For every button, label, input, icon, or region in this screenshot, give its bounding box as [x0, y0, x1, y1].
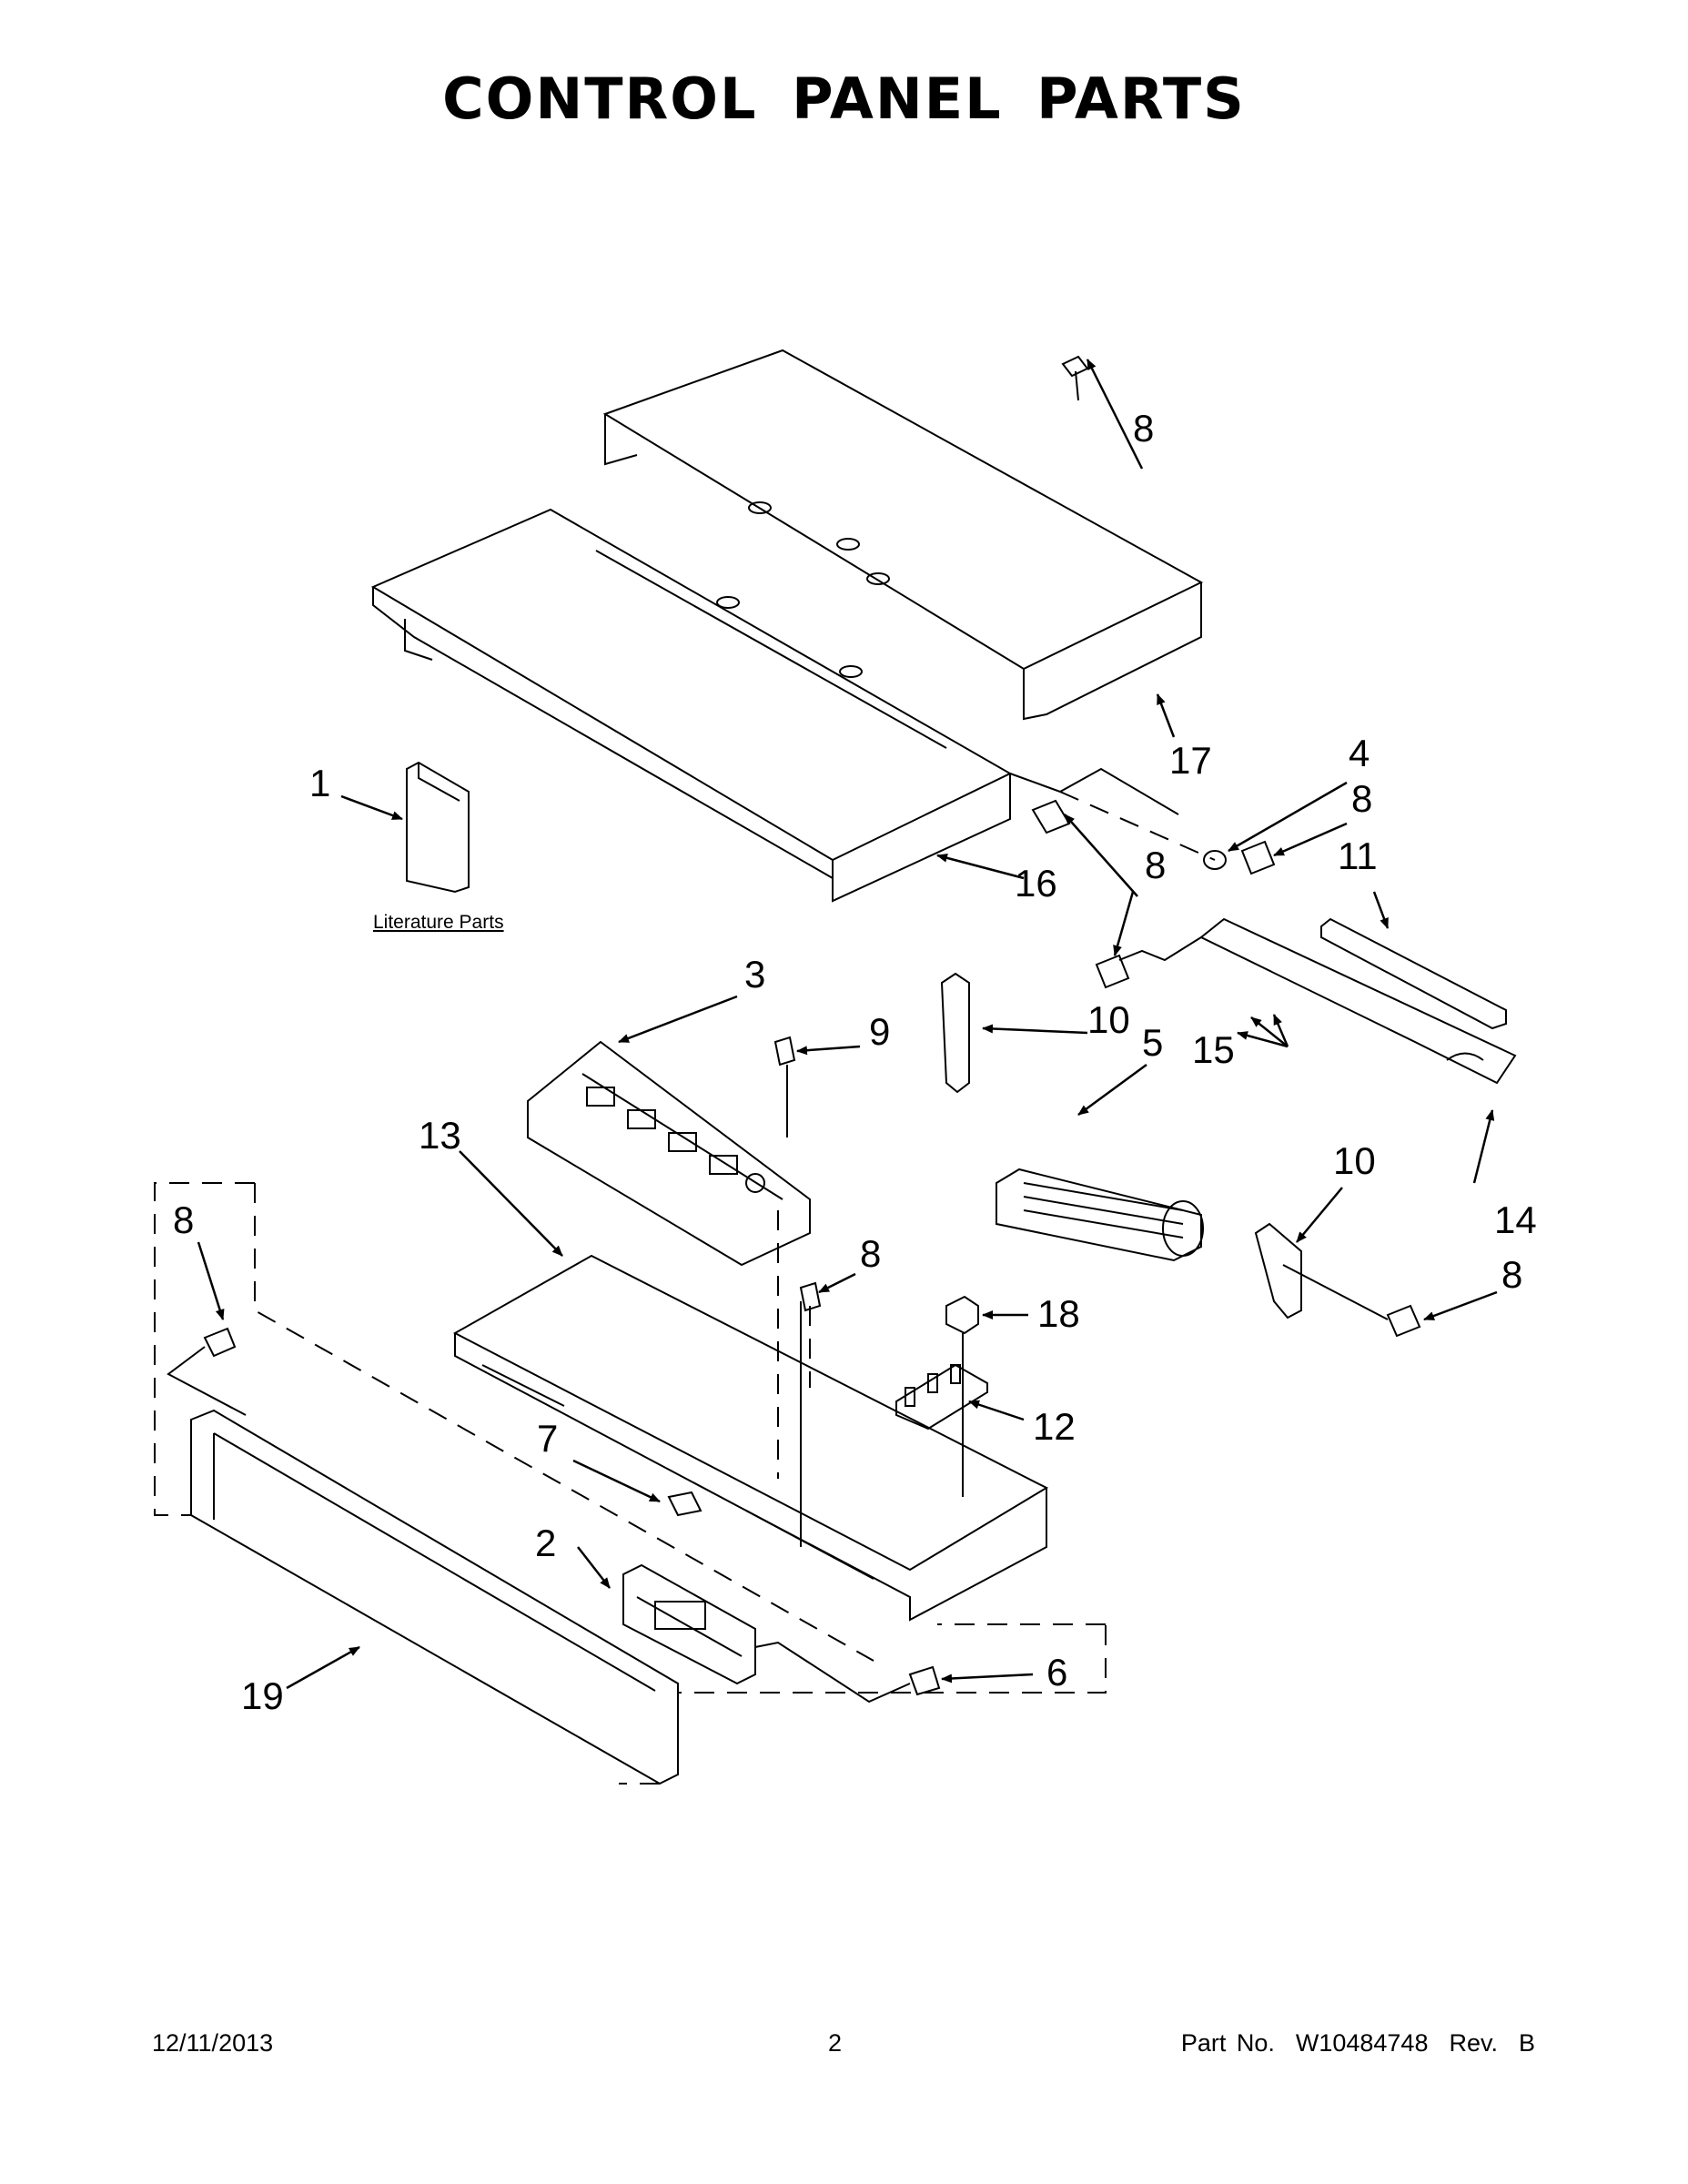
assembly-dash-lines: [154, 791, 1216, 1785]
screw-part-8-plate: [799, 1281, 822, 1312]
footer-part-number: Part No. W10484748 Rev. B: [1180, 2029, 1535, 2057]
ui-board-part-2: [622, 1563, 756, 1685]
callout-13: 13: [419, 1114, 461, 1157]
bracket-part-10-lower: [1254, 1222, 1302, 1320]
callout-8-washer: 8: [1351, 777, 1372, 820]
nut-part-18: [945, 1295, 979, 1335]
callout-11: 11: [1338, 834, 1378, 877]
callout-6: 6: [1046, 1651, 1067, 1694]
callout-12: 12: [1033, 1405, 1076, 1448]
footer-page-number: 2: [828, 2029, 843, 2057]
screw-part-6: [908, 1665, 941, 1696]
screw-part-8-rail: [1095, 954, 1130, 989]
callout-18: 18: [1037, 1292, 1080, 1335]
leader-arrows: [197, 359, 1498, 1690]
callout-8-top: 8: [1133, 407, 1154, 450]
page-title: CONTROL PANEL PARTS: [442, 66, 1246, 132]
callout-8-left: 8: [173, 1198, 194, 1241]
literature-part-1: [406, 761, 470, 894]
callout-8-housing: 8: [1145, 844, 1166, 886]
wire-retainer-part-12: [895, 1363, 988, 1431]
callout-4: 4: [1349, 732, 1370, 774]
screw-part-8-washer: [1240, 840, 1276, 875]
mounting-plate-part-13: [452, 1254, 1049, 1622]
bracket-rail-part-14: [1199, 917, 1517, 1085]
screw-part-8-top: [1061, 355, 1089, 401]
callout-9: 9: [869, 1010, 890, 1053]
console-trim-part-19: [190, 1409, 679, 1785]
callout-10-lower: 10: [1333, 1139, 1376, 1182]
bracket-part-10-upper: [940, 972, 970, 1094]
callout-15: 15: [1192, 1028, 1235, 1071]
strip-part-11: [1320, 917, 1507, 1030]
callout-10-upper: 10: [1087, 998, 1130, 1041]
screw-part-9: [773, 1036, 796, 1138]
callout-14: 14: [1494, 1198, 1537, 1241]
callout-8-plate: 8: [860, 1232, 881, 1275]
callout-19: 19: [241, 1674, 284, 1717]
callout-16: 16: [1015, 862, 1057, 905]
upper-cover-part-17: [602, 349, 1204, 721]
callout-8-bracket: 8: [1501, 1253, 1522, 1296]
washer-part-4: [1203, 850, 1227, 870]
callout-17: 17: [1169, 739, 1212, 782]
footer-date: 12/11/2013: [152, 2029, 274, 2057]
clip-part-7: [667, 1491, 702, 1517]
callout-2: 2: [535, 1522, 556, 1564]
callout-3: 3: [744, 953, 765, 996]
literature-parts-label: Literature Parts: [373, 912, 504, 933]
screw-part-8-bracket: [1386, 1304, 1421, 1338]
callout-1: 1: [309, 762, 330, 804]
fan-part-5: [996, 1168, 1204, 1262]
callout-7: 7: [537, 1417, 558, 1460]
screw-part-8-housing: [1031, 799, 1071, 834]
screw-part-8-left: [203, 1327, 237, 1358]
control-board-part-3: [527, 1040, 811, 1267]
callout-5: 5: [1142, 1021, 1163, 1064]
